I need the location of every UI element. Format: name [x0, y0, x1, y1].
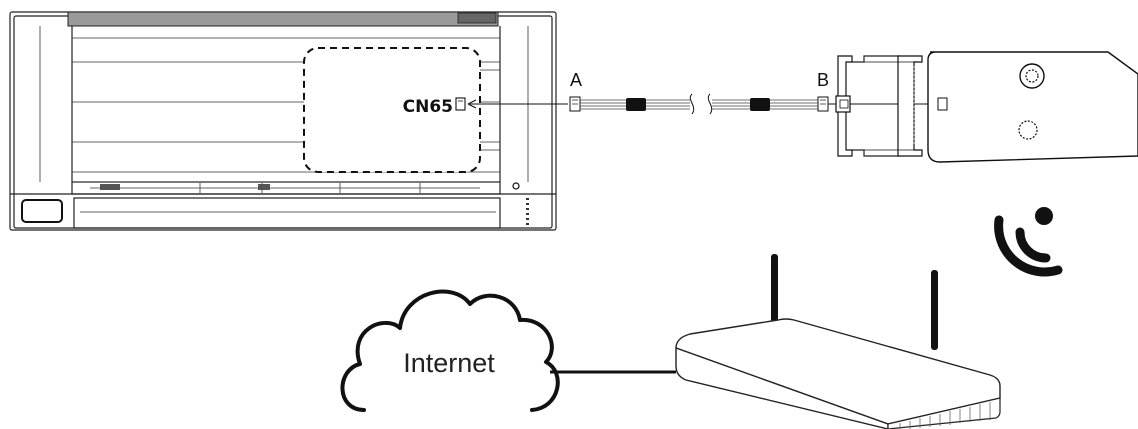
wifi-signal-icon — [994, 207, 1063, 277]
connection-cable — [467, 93, 943, 115]
cloud-icon — [340, 289, 560, 412]
router-icon — [675, 254, 1001, 429]
cable-end-a-label: A — [570, 70, 582, 90]
wifi-module-icon — [835, 51, 1138, 163]
cn65-label: CN65 — [403, 97, 453, 117]
internet-label: Internet — [403, 348, 495, 378]
cn65-connector — [455, 97, 466, 111]
cable-end-b-label: B — [817, 70, 829, 90]
air-conditioner-indoor-unit-icon — [9, 11, 557, 231]
